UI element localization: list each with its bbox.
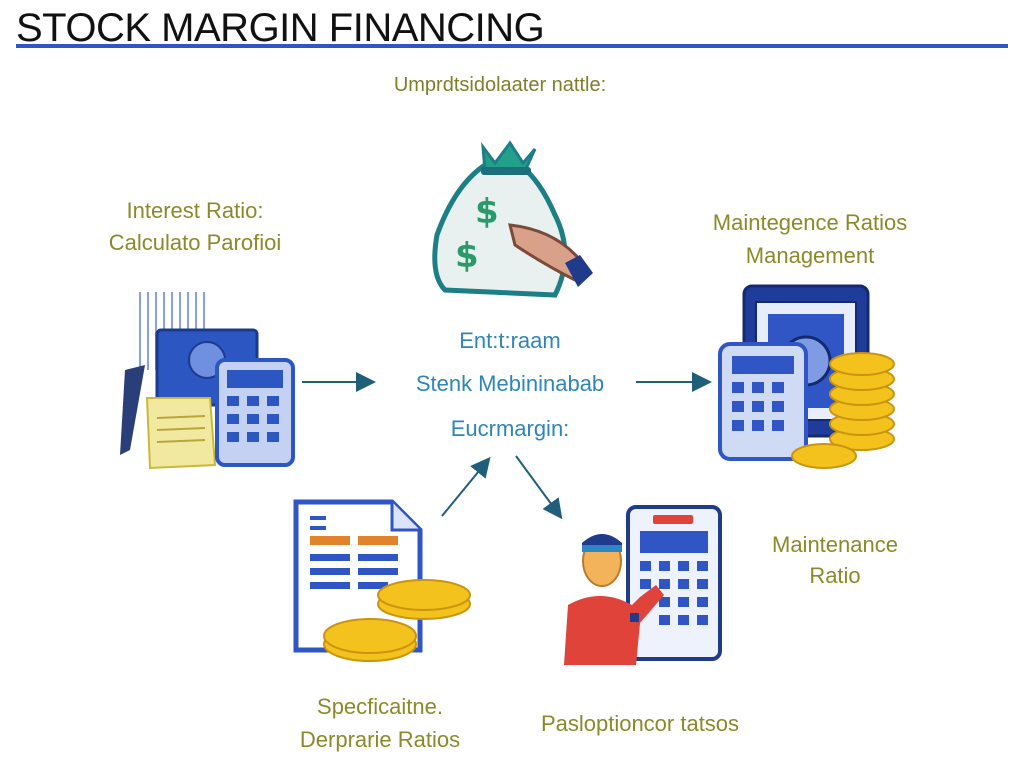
center-line-1: Ent:t:raam <box>459 328 561 353</box>
interest-ratio-sublabel: Calculato Parofioi <box>108 230 282 255</box>
maintenance-label: Maintenance <box>772 532 898 557</box>
arrow-center-to-person <box>515 455 563 520</box>
svg-text:$: $ <box>475 192 499 232</box>
svg-text:$: $ <box>455 236 479 276</box>
page-title: STOCK MARGIN FINANCING <box>16 6 545 50</box>
maintenance-ratio-label: Ratio <box>809 563 861 588</box>
documents-calculator-icon <box>120 292 295 470</box>
safe-calculator-coins-icon <box>718 284 895 469</box>
maintegence-management-label: Management <box>745 243 875 268</box>
center-line-3: Eucrmargin: <box>450 416 570 441</box>
maintegence-ratios-label: Maintegence Ratios <box>712 210 908 235</box>
report-coins-icon <box>293 499 471 662</box>
subtitle: Umprdtsidolaater nattle: <box>393 74 607 96</box>
person-calculator-icon <box>564 505 722 665</box>
specification-label: Specficaitne. <box>317 694 443 719</box>
center-line-2: Stenk Mebininabab <box>415 371 605 396</box>
realization-label: Pasloptioncor tatsos <box>540 711 740 736</box>
money-bag-icon: $ $ <box>432 140 593 298</box>
interest-ratio-label: Interest Ratio: <box>126 198 264 223</box>
title-underline <box>16 44 1008 48</box>
arrow-report-to-center <box>441 456 491 517</box>
derprarie-ratios-label: Derprarie Ratios <box>299 727 461 752</box>
